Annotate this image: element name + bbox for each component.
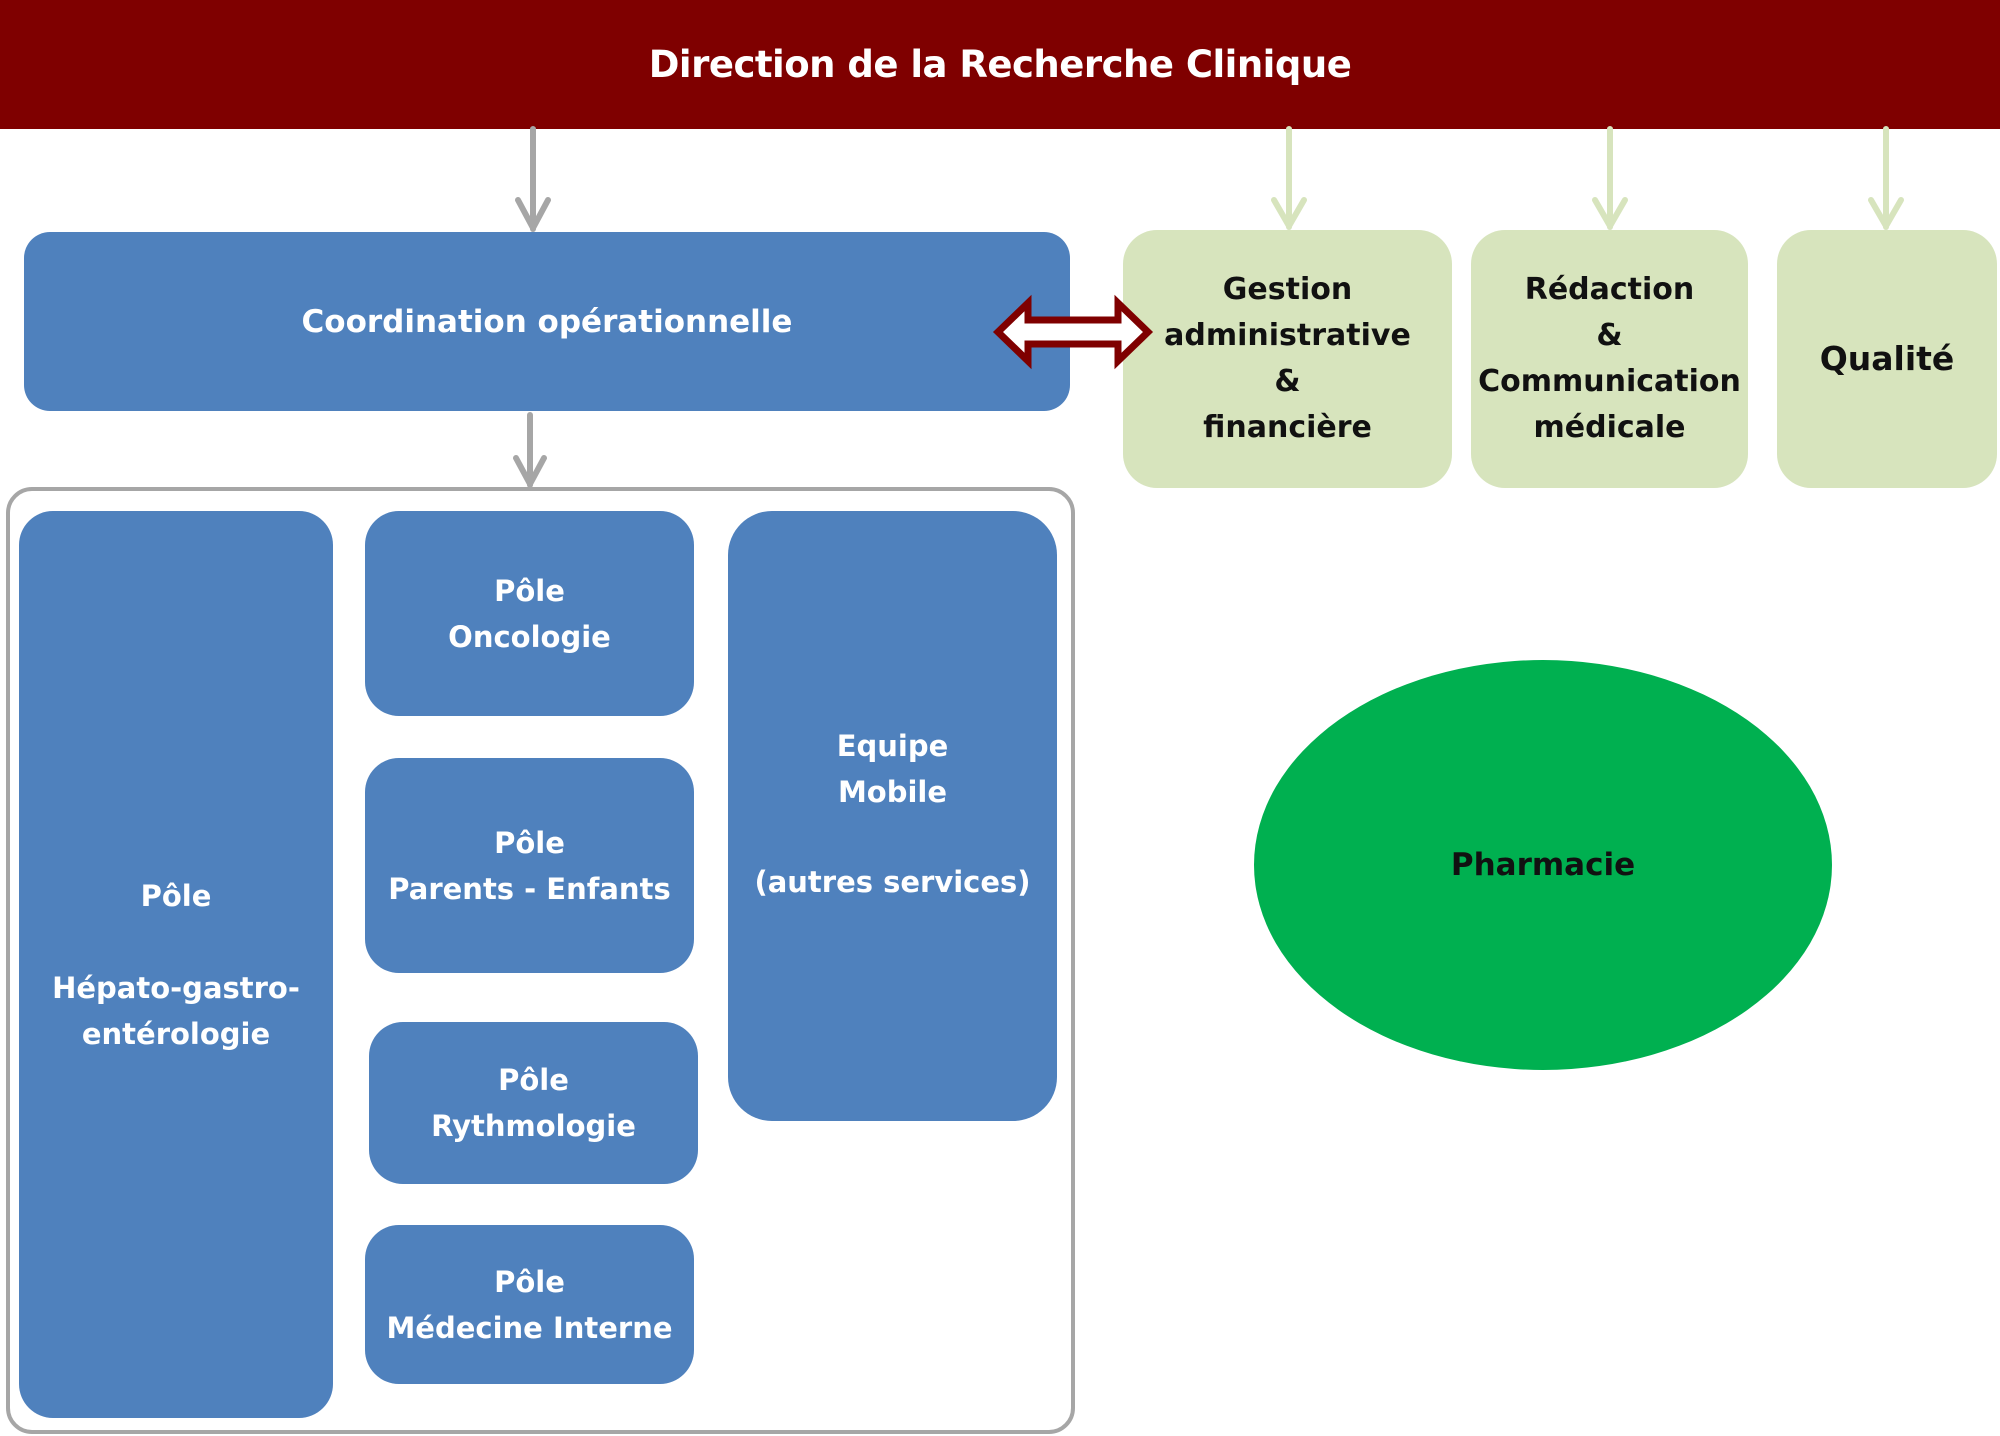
arrow-down-icon	[1868, 126, 1904, 230]
pole-hepato-gastro[interactable]: Pôle Hépato-gastro- entérologie	[19, 511, 333, 1418]
pole-medecine-interne[interactable]: Pôle Médecine Interne	[365, 1225, 694, 1384]
pole-label: Pôle	[494, 1264, 565, 1299]
support-unit-qualite[interactable]: Qualité	[1777, 230, 1997, 488]
pharmacie-label: Pharmacie	[1450, 847, 1636, 883]
arrow-down-icon	[1271, 126, 1307, 230]
equipe-label: Mobile	[837, 775, 948, 809]
support-unit-line: financière	[1203, 410, 1372, 445]
pole-label: Pôle	[498, 1063, 569, 1097]
support-unit-gestion[interactable]: Gestion administrative & financière	[1123, 230, 1452, 488]
pole-name: Rythmologie	[431, 1109, 636, 1143]
header-title: Direction de la Recherche Clinique	[648, 43, 1352, 86]
pole-name: entérologie	[81, 1016, 271, 1051]
coordination-box[interactable]: Coordination opérationnelle	[24, 232, 1070, 411]
arrow-down-icon	[1592, 126, 1628, 230]
support-unit-line: Rédaction	[1524, 272, 1695, 307]
equipe-label: Equipe	[836, 729, 949, 763]
support-unit-line: &	[1596, 318, 1623, 353]
pole-name: Médecine Interne	[386, 1310, 673, 1345]
support-unit-redaction[interactable]: Rédaction & Communication médicale	[1471, 230, 1748, 488]
support-unit-line: Qualité	[1819, 339, 1955, 378]
coordination-label: Coordination opérationnelle	[301, 303, 793, 340]
support-unit-line: Communication	[1478, 364, 1741, 399]
support-unit-line: Gestion	[1222, 272, 1353, 307]
pharmacie-ellipse[interactable]: Pharmacie	[1254, 660, 1832, 1070]
header-banner: Direction de la Recherche Clinique	[0, 0, 2000, 129]
pole-parents-enfants[interactable]: Pôle Parents - Enfants	[365, 758, 694, 973]
equipe-note: (autres services)	[754, 865, 1031, 899]
pole-name: Hépato-gastro-	[52, 970, 300, 1005]
pole-label: Pôle	[494, 825, 565, 860]
pole-rythmologie[interactable]: Pôle Rythmologie	[369, 1022, 698, 1184]
pole-oncologie[interactable]: Pôle Oncologie	[365, 511, 694, 716]
pole-name: Oncologie	[448, 619, 611, 654]
arrow-down-icon	[513, 412, 547, 488]
equipe-mobile[interactable]: Equipe Mobile (autres services)	[728, 511, 1057, 1121]
pole-label: Pôle	[494, 573, 565, 608]
support-unit-line: &	[1274, 364, 1301, 399]
arrow-down-icon	[515, 126, 551, 232]
support-unit-line: médicale	[1533, 410, 1686, 445]
pole-name: Parents - Enfants	[388, 871, 671, 906]
pole-label: Pôle	[140, 878, 212, 913]
support-unit-line: administrative	[1164, 318, 1411, 353]
